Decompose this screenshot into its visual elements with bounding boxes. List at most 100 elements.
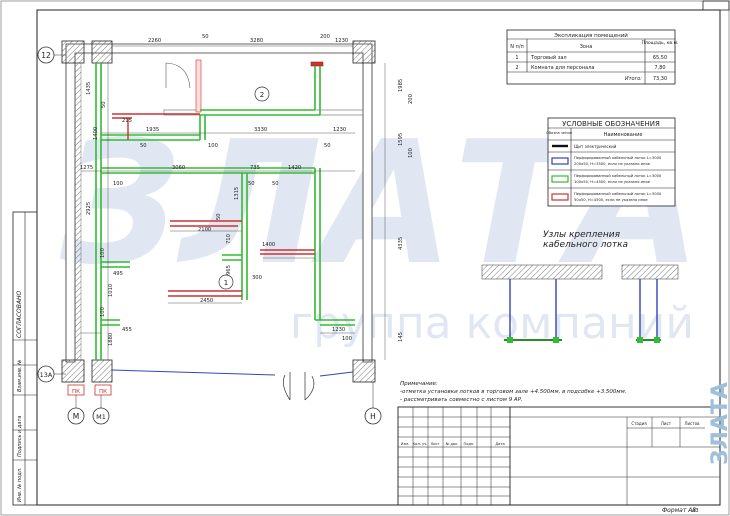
- legend-item-blue-1: Перфорированный кабельный лоток L=3000: [574, 156, 662, 160]
- axis-m1-label: М1: [96, 413, 106, 421]
- dimension-labels: 2260 50 3280 200 1230 1435 50 215 1985 2…: [80, 34, 414, 346]
- corner-box: [702, 0, 730, 11]
- room-1-number: 1: [224, 279, 228, 287]
- dim-200a: 200: [320, 34, 330, 40]
- axis-m-label: М: [73, 412, 79, 421]
- svg-text:группа компаний: группа компаний: [290, 298, 694, 349]
- left-wall-hatch: [74, 62, 82, 361]
- header-area: Площадь, кв.м.: [641, 40, 678, 46]
- pk-panel-2: [94, 384, 112, 396]
- node2-ceiling: [621, 264, 679, 280]
- dim-455: 455: [122, 327, 132, 333]
- dim-1275: 1275: [80, 165, 93, 171]
- dim-2450: 2450: [200, 298, 213, 304]
- format-suffix: А3: [692, 508, 699, 514]
- mounting-nodes: Узлы крепления кабельного лотка: [481, 230, 679, 343]
- legend-symbol-blue: [551, 157, 569, 165]
- notes-heading: Примечание:: [400, 381, 438, 387]
- dim-50c: 50: [140, 143, 147, 149]
- dim-2925: 2925: [86, 202, 92, 215]
- legend-symbol-green: [551, 175, 569, 183]
- staff-door: [165, 62, 191, 89]
- column-top-2: [91, 40, 113, 64]
- dim-1985: 1985: [398, 79, 404, 92]
- sign-date-label: Подпись и дата: [17, 416, 23, 457]
- tb-col-sign: Подп.: [464, 442, 475, 446]
- red-trays: [112, 113, 315, 297]
- dim-1230a: 1230: [335, 38, 348, 44]
- dim-1400: 1400: [93, 127, 99, 140]
- partition-red: [195, 59, 202, 113]
- tb-sheets: Листов: [685, 421, 701, 426]
- row2-zone: Комната для персонала: [531, 65, 594, 71]
- legend-table: УСЛОВНЫЕ ОБОЗНАЧЕНИЯ Обозна чение Наимен…: [546, 117, 676, 207]
- node1-ceiling: [481, 264, 603, 280]
- dim-1230c: 1230: [332, 327, 345, 333]
- dim-300: 300: [252, 275, 262, 281]
- column-top-right: [352, 40, 376, 64]
- facade-line-2: [319, 371, 354, 377]
- column-bottom-left: [61, 359, 85, 383]
- tb-col-kol: Кол. уч.: [413, 442, 428, 446]
- legend-item-green-1: Перфорированный кабельный лоток L=3000: [574, 174, 662, 178]
- legend-col-symbol: Обозна чение: [546, 131, 573, 135]
- tb-col-list: Лист: [430, 442, 439, 446]
- dim-50d: 50: [324, 143, 331, 149]
- header-n: N п/п: [510, 44, 524, 50]
- format-label: Формат А3: [662, 507, 696, 514]
- dim-100f: 100: [342, 336, 352, 342]
- green-trays: [95, 63, 355, 360]
- facade-line-1: [111, 369, 276, 376]
- legend-item-blue-2: 200х50, Н=3500, если не указано иное: [574, 162, 651, 166]
- dim-100e: 100: [100, 307, 106, 317]
- notes-line-2: - рассматривать совместно с листом 9 АР.: [400, 397, 523, 403]
- tb-stage: Стадия: [631, 421, 647, 426]
- dim-3330: 3330: [254, 127, 267, 133]
- dim-100c: 100: [113, 181, 123, 187]
- legend-item-green-2: 100х50, Н=4500, если не указано иное: [574, 180, 651, 184]
- dimension-lines: [81, 45, 386, 360]
- node1-clamp-right: [553, 337, 559, 343]
- replaced-label: Взам.инв. №: [17, 360, 23, 392]
- axis-13a-label: 13А: [40, 371, 53, 379]
- dim-1400b: 1400: [262, 242, 275, 248]
- legend-symbol-red: [551, 193, 569, 201]
- logo: ЗЛАТА: [708, 382, 730, 465]
- dim-50a: 50: [202, 34, 209, 40]
- dim-2100: 2100: [198, 227, 211, 233]
- explication-table: Экспликация помещений N п/п Зона Площадь…: [506, 29, 679, 85]
- dim-3280: 3280: [250, 38, 263, 44]
- column-bottom-right: [352, 359, 376, 383]
- dim-1420: 1420: [288, 165, 301, 171]
- title-block: Изм. Кол. уч. Лист № док. Подп. Дата Ста…: [397, 406, 721, 514]
- total-label: Итого:: [625, 76, 642, 82]
- dim-50f: 50: [272, 181, 279, 187]
- inv-orig-label: Инв. № подл.: [17, 468, 23, 503]
- column-bottom-2: [91, 359, 113, 383]
- tb-col-izm: Изм.: [401, 442, 409, 446]
- dim-50e: 50: [248, 181, 255, 187]
- electrical-panel: [310, 61, 324, 67]
- legend-item-red-2: 50х50, Н=4500, если не указано иное: [574, 198, 648, 202]
- dim-1880: 1880: [108, 333, 114, 346]
- dim-215: 215: [122, 118, 132, 124]
- dim-100b: 100: [408, 148, 414, 158]
- axis-h-label: Н: [370, 412, 376, 421]
- dim-100d: 100: [100, 248, 106, 258]
- node2-clamp-left: [637, 337, 643, 343]
- room-1-marker: [218, 274, 234, 290]
- row2-area: 7,80: [654, 65, 665, 71]
- floor-plan: 2260 50 3280 200 1230 1435 50 215 1985 2…: [61, 34, 414, 401]
- room-2-number: 2: [260, 91, 264, 99]
- tb-col-doc: № док.: [446, 442, 459, 446]
- dim-495: 495: [113, 271, 123, 277]
- row1-area: 65,50: [653, 55, 667, 61]
- dim-735: 735: [250, 165, 260, 171]
- legend-item-panel: Щит электрический: [574, 144, 617, 149]
- axis-12-label: 12: [41, 51, 51, 60]
- tb-col-date: Дата: [495, 442, 504, 446]
- node2-clamp-right: [654, 337, 660, 343]
- dim-1435: 1435: [86, 82, 92, 95]
- dim-145: 145: [398, 332, 404, 342]
